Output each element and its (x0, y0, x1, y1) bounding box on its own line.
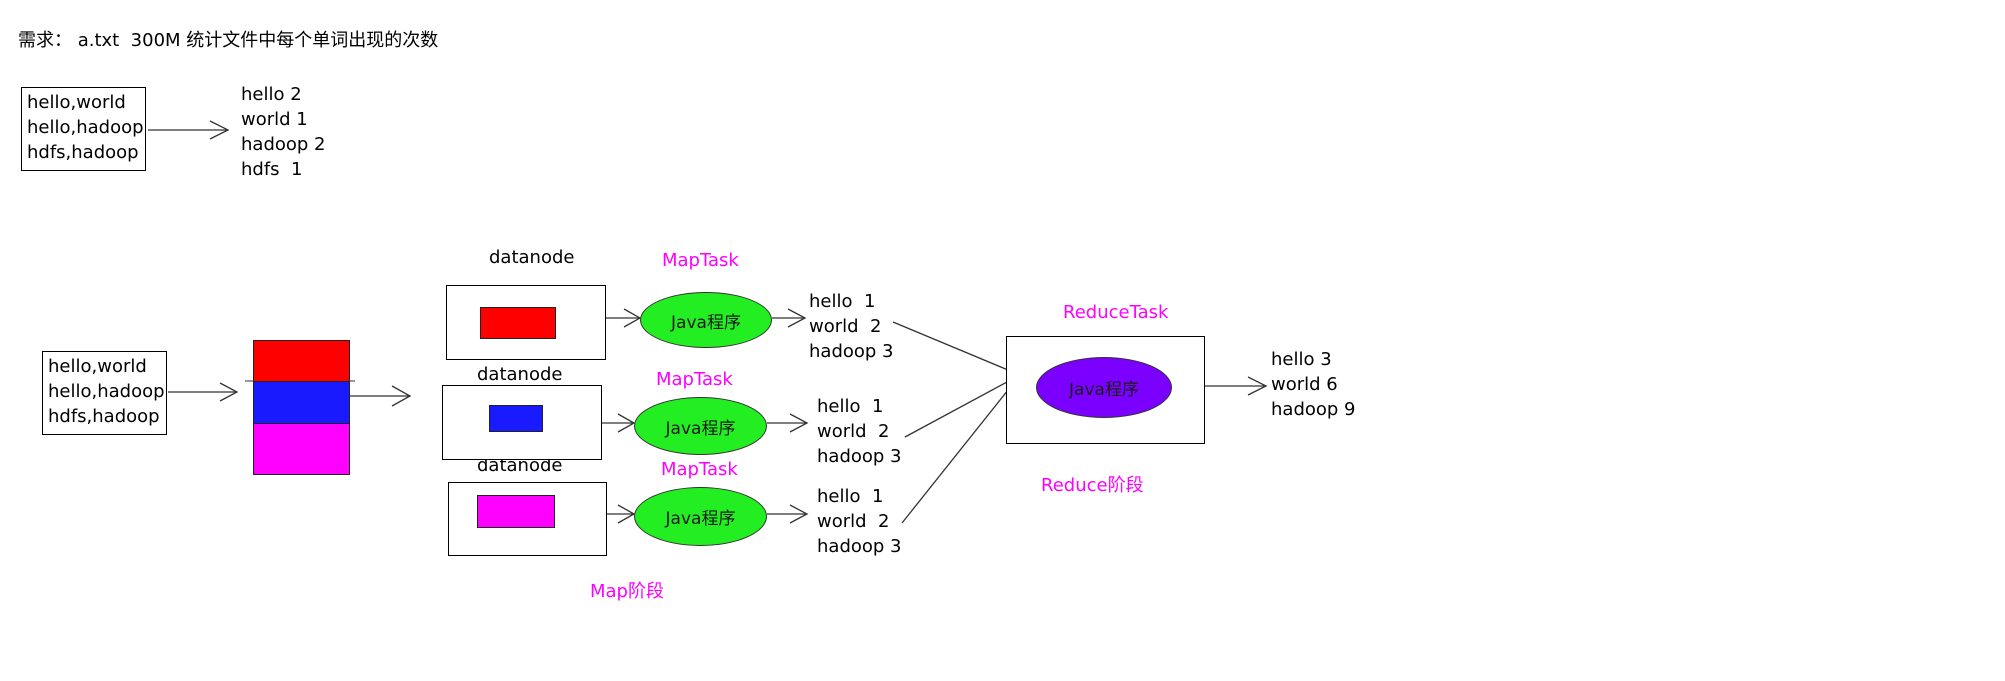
datanode-block-1 (480, 307, 556, 339)
dn3-to-map3-arrowhead (617, 504, 636, 524)
map-output-line: hello 1 (809, 291, 876, 312)
datanode-block-2 (489, 405, 543, 432)
flow-input-line: hello,world (48, 356, 147, 377)
maptask-label: MapTask (656, 369, 733, 390)
reducetask-label: ReduceTask (1063, 302, 1169, 323)
example-arrowhead (209, 120, 230, 140)
map-program-label: Java程序 (671, 312, 741, 333)
maptask-label: MapTask (662, 250, 739, 271)
map-output-line: hello 1 (817, 486, 884, 507)
flow-input-line: hello,hadoop (48, 381, 165, 402)
maptask-label: MapTask (661, 459, 738, 480)
map2-to-output-arrowhead (789, 413, 809, 433)
map-output-line: world 2 (809, 316, 882, 337)
map-output-line: hello 1 (817, 396, 884, 417)
example-input-line: hdfs,hadoop (27, 142, 139, 163)
example-output-line: world 1 (241, 109, 308, 130)
reduce-program-ellipse: Java程序 (1036, 357, 1172, 418)
flow-input-box: hello,world hello,hadoop hdfs,hadoop (42, 351, 167, 435)
reduce-output: hello 3 world 6 hadoop 9 (1271, 347, 1356, 422)
reduce-to-result-arrowhead (1247, 376, 1268, 396)
map-output-line: hadoop 3 (809, 341, 894, 362)
reduce-output-line: hadoop 9 (1271, 399, 1356, 420)
reduce-program-label: Java程序 (1069, 380, 1139, 400)
datanode-label: datanode (477, 455, 563, 476)
example-input-box: hello,world hello,hadoop hdfs,hadoop (21, 87, 146, 171)
dn2-to-map2-arrowhead (617, 413, 636, 433)
map-output-3: hello 1 world 2 hadoop 3 (817, 484, 902, 559)
map-output-2: hello 1 world 2 hadoop 3 (817, 394, 902, 469)
reduce-output-line: world 6 (1271, 374, 1338, 395)
example-input-line: hello,world (27, 92, 126, 113)
map-program-ellipse-3: Java程序 (634, 487, 767, 546)
split-block-3 (253, 423, 350, 475)
example-output-line: hadoop 2 (241, 134, 326, 155)
example-output: hello 2 world 1 hadoop 2 hdfs 1 (241, 82, 326, 182)
map-stage-label: Map阶段 (590, 581, 664, 602)
reduce-output-line: hello 3 (1271, 349, 1332, 370)
map1-to-output-arrowhead (787, 308, 807, 328)
map-output-line: world 2 (817, 511, 890, 532)
flow-input-line: hdfs,hadoop (48, 406, 160, 427)
blocks-to-datanodes-arrowhead (391, 385, 412, 407)
map-program-label: Java程序 (665, 418, 736, 439)
map-output-1: hello 1 world 2 hadoop 3 (809, 289, 894, 364)
map-output-line: hadoop 3 (817, 536, 902, 557)
split-block-2 (253, 381, 350, 424)
output1-to-reduce-line (892, 321, 1021, 376)
map-output-line: world 2 (817, 421, 890, 442)
map-program-ellipse-2: Java程序 (634, 397, 767, 455)
datanode-label: datanode (489, 247, 575, 268)
reduce-stage-label: Reduce阶段 (1041, 475, 1144, 496)
map3-to-output-arrowhead (789, 504, 809, 524)
split-block-1 (253, 340, 350, 382)
map-program-label: Java程序 (665, 509, 736, 529)
requirement-title: 需求： a.txt 300M 统计文件中每个单词出现的次数 (18, 30, 439, 51)
output2-to-reduce-line (904, 374, 1021, 438)
dn1-to-map1-arrowhead (623, 308, 642, 328)
map-output-line: hadoop 3 (817, 446, 902, 467)
datanode-label: datanode (477, 364, 563, 385)
output3-to-reduce-line (901, 374, 1021, 524)
example-output-line: hello 2 (241, 84, 302, 105)
datanode-block-3 (477, 495, 555, 528)
map-program-ellipse-1: Java程序 (640, 292, 772, 348)
example-output-line: hdfs 1 (241, 159, 303, 180)
example-input-line: hello,hadoop (27, 117, 144, 138)
input-to-blocks-arrowhead (219, 382, 239, 402)
